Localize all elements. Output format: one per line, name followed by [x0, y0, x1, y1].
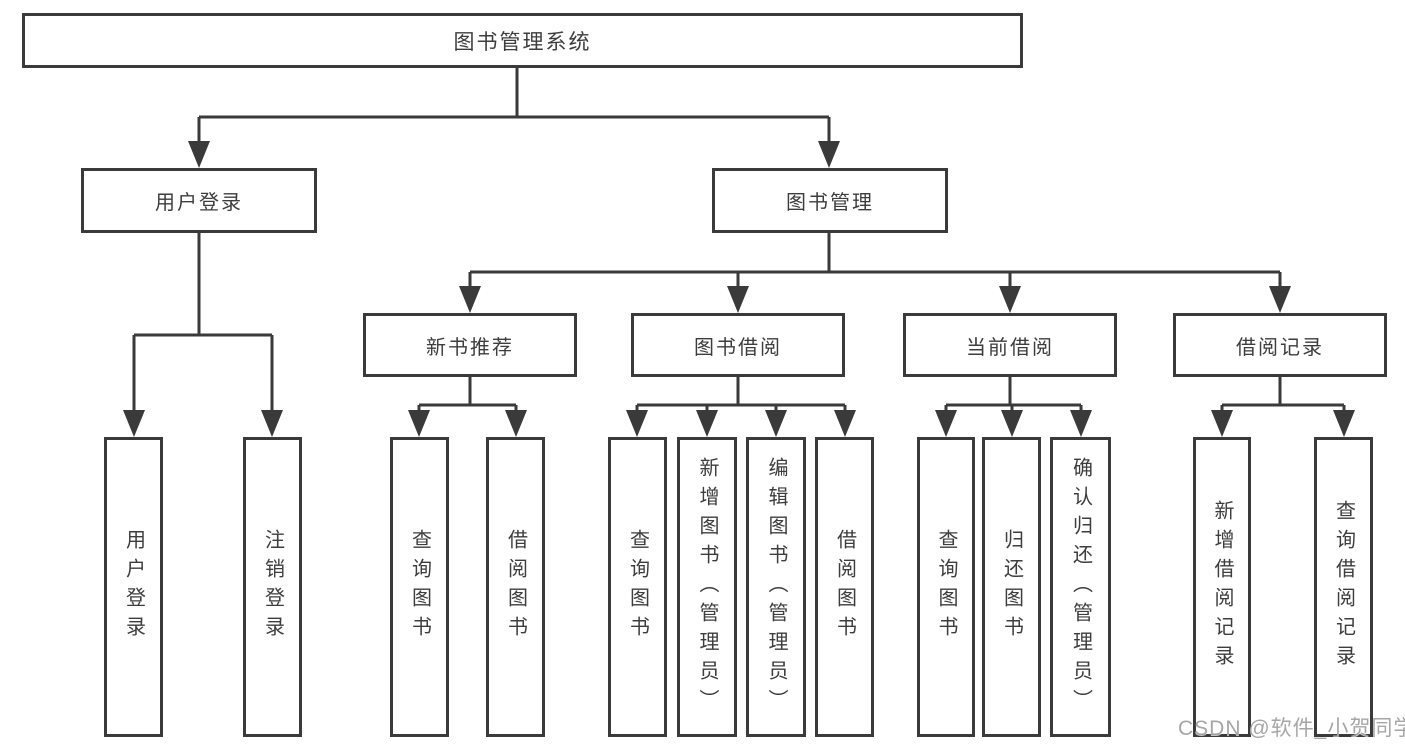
node-borrowing-records: 借阅记录: [1173, 313, 1387, 377]
node-label: 查询图书: [408, 529, 431, 645]
node-label: 新增图书（管理员）: [696, 456, 718, 718]
current-borrowing-branch: [935, 377, 1092, 437]
node-label: 当前借阅: [966, 336, 1054, 359]
leaf-bb-add-books-admin: 新增图书（管理员）: [677, 437, 737, 737]
root-branch: [188, 68, 840, 168]
node-label: 编辑图书（管理员）: [765, 456, 787, 718]
node-label: 用户登录: [122, 529, 145, 645]
node-label: 新增借阅记录: [1211, 500, 1233, 674]
leaf-nbr-borrow-books: 借阅图书: [486, 437, 545, 737]
leaf-br-add-record: 新增借阅记录: [1193, 437, 1251, 737]
node-book-borrowing: 图书借阅: [631, 313, 845, 377]
node-label: 用户登录: [155, 192, 243, 214]
leaf-cb-confirm-return-admin: 确认归还（管理员）: [1050, 437, 1111, 737]
leaf-bb-borrow-books: 借阅图书: [815, 437, 874, 737]
new-book-recommendation-branch: [408, 377, 527, 437]
node-book-management: 图书管理: [712, 168, 948, 233]
leaf-bb-edit-books-admin: 编辑图书（管理员）: [746, 437, 806, 737]
leaf-bb-query-books: 查询图书: [608, 437, 667, 737]
node-label: 归还图书: [1000, 529, 1023, 645]
node-label: 图书管理系统: [453, 30, 592, 54]
borrowing-records-branch: [1211, 377, 1355, 437]
user-login-branch: [123, 233, 283, 437]
leaf-br-query-record: 查询借阅记录: [1314, 437, 1373, 737]
leaf-user-login: 用户登录: [104, 437, 163, 737]
node-current-borrowing: 当前借阅: [903, 313, 1117, 377]
node-system-root: 图书管理系统: [22, 13, 1023, 68]
node-label: 确认归还（管理员）: [1069, 456, 1092, 718]
node-label: 新书推荐: [426, 336, 514, 359]
book-management-branch: [459, 233, 1291, 313]
node-new-book-recommendation: 新书推荐: [363, 313, 577, 377]
node-label: 查询图书: [935, 529, 957, 645]
node-label: 查询图书: [626, 529, 649, 645]
leaf-cb-return-books: 归还图书: [982, 437, 1041, 737]
node-label: 图书借阅: [694, 336, 782, 359]
node-label: 图书管理: [786, 192, 874, 214]
leaf-cb-query-books: 查询图书: [917, 437, 975, 737]
node-label: 注销登录: [261, 529, 284, 645]
leaf-nbr-query-books: 查询图书: [390, 437, 449, 737]
node-user-login: 用户登录: [81, 168, 317, 233]
node-label: 借阅记录: [1236, 336, 1324, 359]
csdn-watermark: CSDN @软件_小贺同学: [1178, 717, 1405, 740]
node-label: 借阅图书: [504, 529, 527, 645]
leaf-logout: 注销登录: [243, 437, 302, 737]
node-label: 借阅图书: [833, 529, 856, 645]
node-label: 查询借阅记录: [1332, 500, 1355, 674]
book-borrowing-branch: [626, 377, 856, 437]
